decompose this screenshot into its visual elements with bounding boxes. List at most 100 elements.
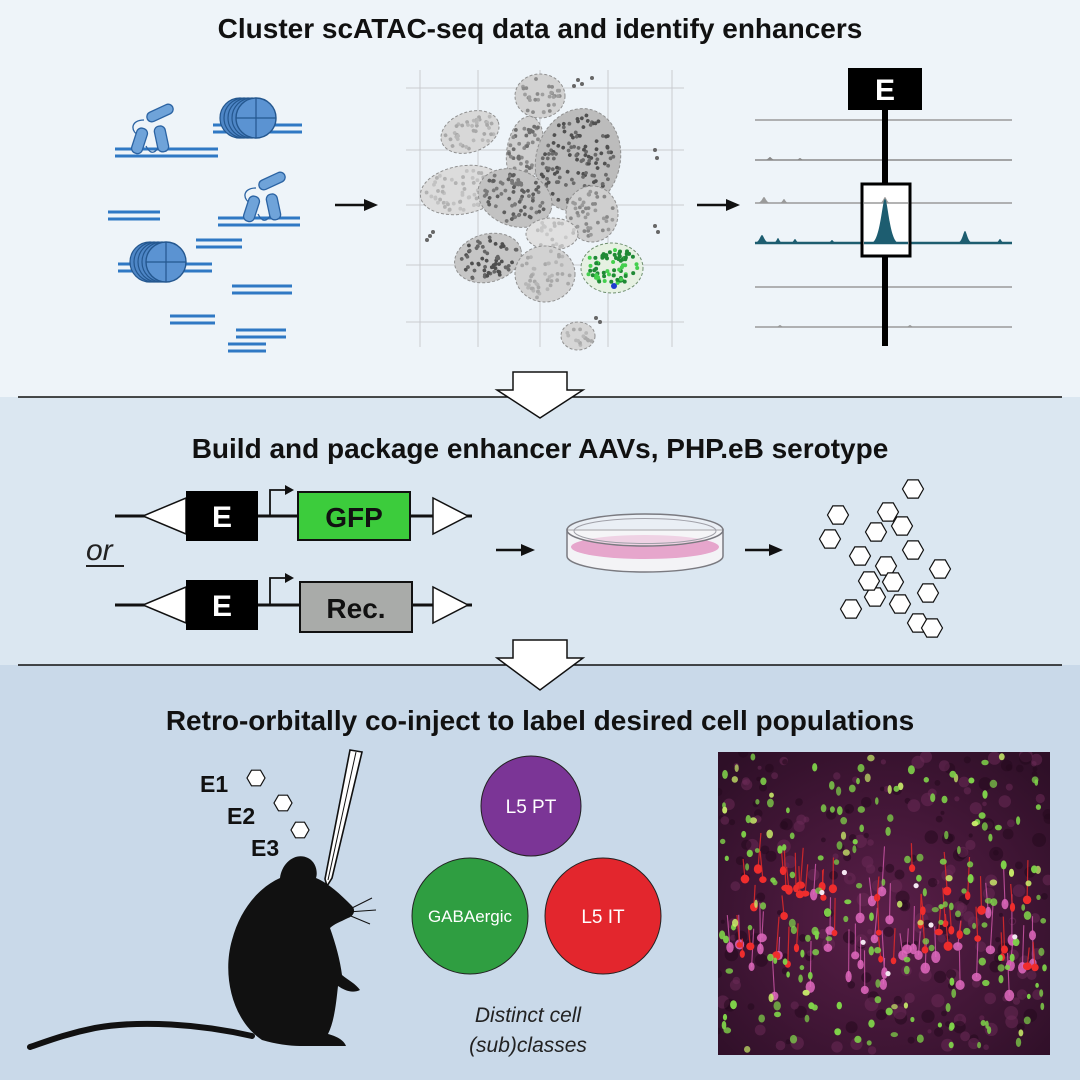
green-labeled-cell [782,958,788,965]
cell-point [428,234,432,238]
tissue-speckle [931,994,945,1008]
tissue-speckle [861,972,872,983]
cell-point [576,78,580,82]
cell-point [610,217,615,222]
cell-point [631,271,636,276]
tissue-speckle [779,821,788,830]
red-labeled-cell [746,942,755,951]
cell-point [524,282,528,286]
green-labeled-cell [978,812,986,819]
tissue-speckle [880,759,887,765]
tissue-speckle [982,887,995,900]
cell-point [593,255,598,260]
cell-point [552,102,556,107]
cell-point [615,280,620,285]
green-labeled-cell [754,899,758,909]
green-labeled-cell [949,770,957,778]
green-labeled-cell [746,849,753,858]
tissue-speckle [771,772,778,780]
cell-point [611,260,616,264]
red-labeled-cell [740,874,750,884]
tf-helix [130,127,149,155]
cell-point [480,138,485,142]
magenta-cell-dendrite [809,940,812,988]
green-labeled-cell [1040,918,1047,924]
cell-point [530,140,535,145]
tissue-speckle [1007,819,1015,828]
cell-point [593,202,597,206]
red-labeled-cell [890,957,897,965]
tissue-speckle [885,863,895,873]
tissue-speckle [1041,893,1048,900]
magenta-labeled-cell [877,886,887,897]
green-labeled-cell [1042,964,1047,972]
cell-point [567,121,572,126]
cell-point [517,199,522,204]
cell-point [485,273,490,278]
syringe-inner-line [327,751,357,881]
tissue-speckle [741,777,751,786]
tf-helix [265,193,282,221]
green-labeled-cell [722,806,728,814]
magenta-labeled-cell [857,959,864,970]
tissue-speckle [893,1006,907,1020]
cell-point [573,130,578,135]
cell-point [554,260,558,265]
cell-point [550,237,555,242]
green-labeled-cell [923,777,929,783]
cell-point [560,254,565,259]
cell-point [520,263,525,268]
tissue-speckle [1012,884,1026,897]
promoter-arrow-head [285,485,294,495]
cell-point [634,262,639,267]
cell-point [588,263,593,268]
cell-point [602,161,607,166]
cell-point [527,214,532,219]
cell-point [578,197,582,202]
cell-point [470,175,475,180]
tissue-speckle [945,864,956,875]
cell-point [579,116,584,121]
cell-point [596,119,601,124]
arrow-head [726,199,740,211]
cell-point [455,133,460,138]
green-labeled-cell [1035,982,1039,988]
magenta-labeled-cell [851,951,860,960]
cell-point [475,117,480,122]
green-labeled-cell [812,763,818,772]
cell-point [528,278,532,283]
green-labeled-cell [852,845,857,854]
tissue-speckle [861,856,874,868]
cell-point [475,202,480,207]
cell-point [566,333,571,338]
cell-point [436,189,440,193]
green-labeled-cell [745,863,750,871]
cell-point [615,277,620,282]
cell-point [561,121,566,126]
cell-point [450,144,455,148]
cell-point [540,221,545,225]
red-cell-dendrite [759,850,764,880]
cell-point [584,113,589,118]
green-labeled-cell [774,1011,781,1018]
cell-point [555,170,560,174]
cell-point [569,133,574,138]
cell-point [489,121,494,126]
enhancer-element [186,491,258,541]
cell-point [655,156,659,160]
green-labeled-cell [790,925,798,935]
tissue-speckle [983,1044,989,1050]
track-signal [775,325,785,327]
green-labeled-cell [722,769,728,779]
tissue-speckle [963,787,972,795]
cell-point [431,230,435,234]
double-labeled-cell [885,971,891,977]
red-cell-dendrite [938,905,942,933]
cell-cluster [514,245,576,303]
magenta-labeled-cell [920,962,931,974]
tissue-speckle [729,819,736,826]
magenta-cell-dendrite [726,915,731,948]
tissue-speckle [968,1037,980,1050]
green-labeled-cell [985,1020,989,1029]
cell-point [540,156,545,161]
